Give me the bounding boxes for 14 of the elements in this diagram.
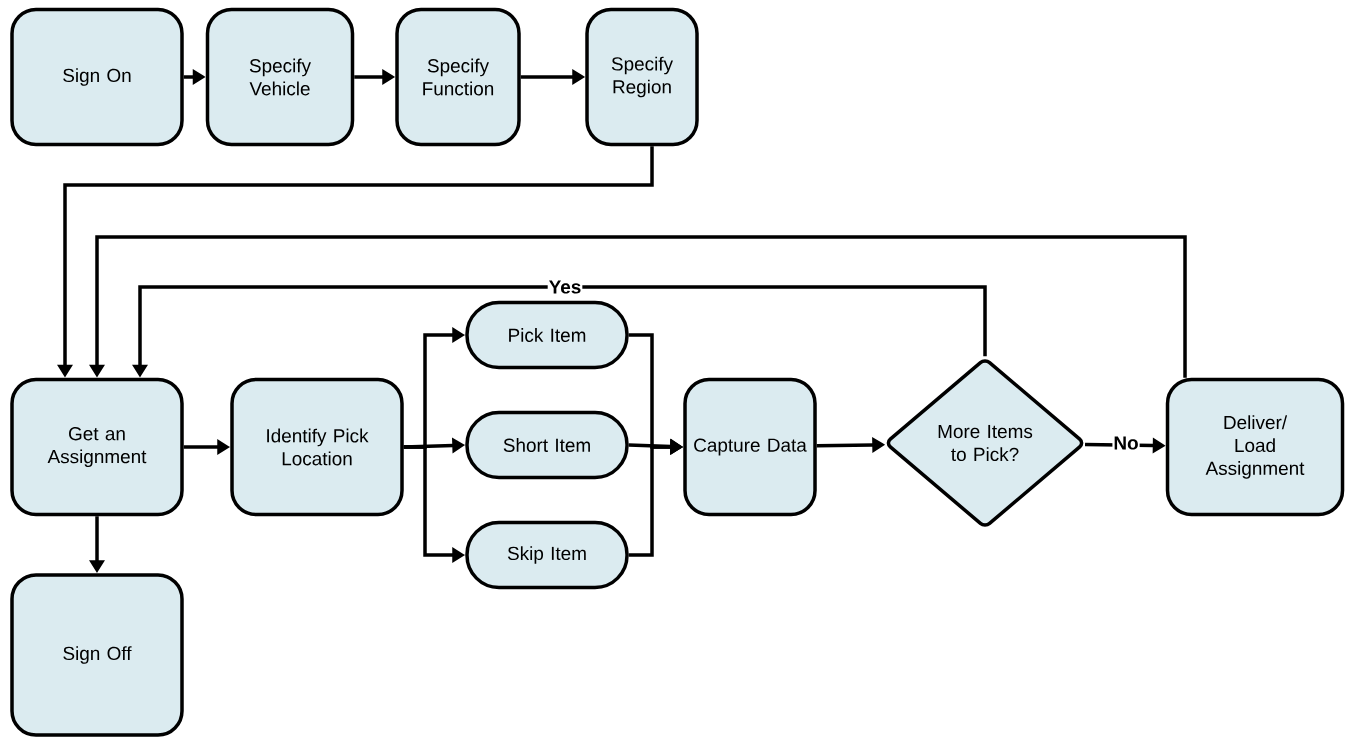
process-box: Deliver/ Load Assignment [1165,377,1345,517]
edge-label: Yes [547,279,583,295]
process-box: Specify Region [585,7,699,147]
process-box: Sign Off [10,573,184,737]
terminal-box: Short Item [465,410,629,480]
process-box: Capture Data [683,377,817,517]
process-box: Specify Vehicle [205,7,355,147]
process-box: Sign On [10,7,184,147]
process-box: Specify Function [395,7,521,147]
terminal-box: Skip Item [465,520,629,590]
process-box: Identify Pick Location [230,377,404,517]
edge-label: No [1112,435,1140,451]
terminal-box: Pick Item [465,300,629,370]
process-box: Get an Assignment [10,377,184,517]
